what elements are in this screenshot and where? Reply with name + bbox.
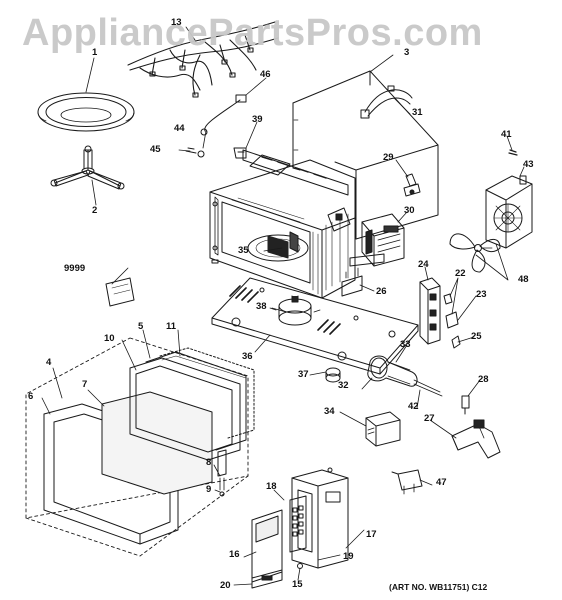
literature	[106, 278, 134, 306]
callout-4: 4	[46, 357, 52, 368]
watermark-text: AppliancePartsPros.com	[22, 12, 483, 54]
cavity-coupler	[248, 232, 308, 261]
callout-43: 43	[523, 159, 534, 170]
callout-42: 42	[408, 401, 419, 412]
callout-30: 30	[404, 205, 415, 216]
wire-harness	[128, 22, 278, 97]
callout-5: 5	[138, 321, 144, 332]
door-switch-bracket	[420, 278, 440, 344]
callout-20: 20	[220, 580, 231, 591]
hv-transformer	[366, 412, 400, 446]
oven-cavity	[210, 160, 355, 298]
callout-32: 32	[338, 380, 349, 391]
bracket-26	[342, 268, 362, 296]
callout-33: 33	[400, 339, 411, 350]
callout-45: 45	[150, 144, 161, 155]
hv-diode	[462, 396, 469, 414]
callout-35: 35	[238, 245, 249, 256]
callout-10: 10	[104, 333, 115, 344]
roller-support	[51, 146, 124, 189]
callout-29: 29	[383, 152, 394, 163]
screw-41	[509, 150, 517, 155]
leader-lines	[42, 27, 524, 585]
callout-48: 48	[518, 274, 529, 285]
callout-39: 39	[252, 114, 263, 125]
callout-16: 16	[229, 549, 240, 560]
callout-47: 47	[436, 477, 447, 488]
relay	[392, 470, 422, 494]
keypad-membrane	[290, 496, 306, 552]
callout-34: 34	[324, 406, 335, 417]
callout-23: 23	[476, 289, 487, 300]
turntable-motor	[270, 296, 320, 325]
base-plate	[212, 278, 418, 374]
callout-11: 11	[166, 321, 177, 332]
outer-case	[293, 71, 438, 239]
callout-9: 9	[206, 484, 212, 495]
callout-17: 17	[366, 529, 377, 540]
turntable-tray	[38, 93, 134, 131]
callout-8: 8	[206, 457, 212, 468]
callout-44: 44	[174, 123, 185, 134]
fan-blade	[450, 234, 500, 272]
switches	[444, 294, 460, 348]
callout-25: 25	[471, 331, 482, 342]
callout-18: 18	[266, 481, 277, 492]
fan-bracket	[486, 176, 532, 248]
callout-24: 24	[418, 259, 429, 270]
callout-41: 41	[501, 129, 512, 140]
thermostat	[404, 174, 420, 196]
callout-6: 6	[28, 391, 34, 402]
callout-19: 19	[343, 551, 354, 562]
hv-capacitor	[368, 356, 442, 396]
thermal-fuse	[201, 95, 246, 135]
callout-13: 13	[171, 17, 182, 28]
screws-and-switch-parts	[186, 148, 246, 158]
cavity-top-frame	[243, 150, 348, 195]
callout-3: 3	[404, 47, 410, 58]
callout-15: 15	[292, 579, 303, 590]
callout-9999: 9999	[64, 263, 86, 274]
air-duct	[452, 420, 500, 458]
callout-27: 27	[424, 413, 435, 424]
callout-7: 7	[82, 379, 88, 390]
callout-36: 36	[242, 351, 253, 362]
callout-2: 2	[92, 205, 98, 216]
callout-31: 31	[412, 107, 423, 118]
art-number: (ART NO. WB11751) C12	[389, 582, 488, 592]
waveguide-bracket	[328, 208, 384, 266]
callout-37: 37	[298, 369, 309, 380]
door-panels	[130, 348, 254, 460]
badge	[252, 570, 282, 588]
callout-38: 38	[256, 301, 267, 312]
callout-26: 26	[376, 286, 387, 297]
door-latch	[218, 450, 226, 496]
control-panel-frame	[292, 468, 348, 568]
callout-1: 1	[92, 47, 98, 58]
callout-22: 22	[455, 268, 466, 279]
thermal-sensor-wires	[361, 86, 412, 118]
callout-28: 28	[478, 374, 489, 385]
callout-46: 46	[260, 69, 271, 80]
magnetron	[362, 214, 404, 266]
